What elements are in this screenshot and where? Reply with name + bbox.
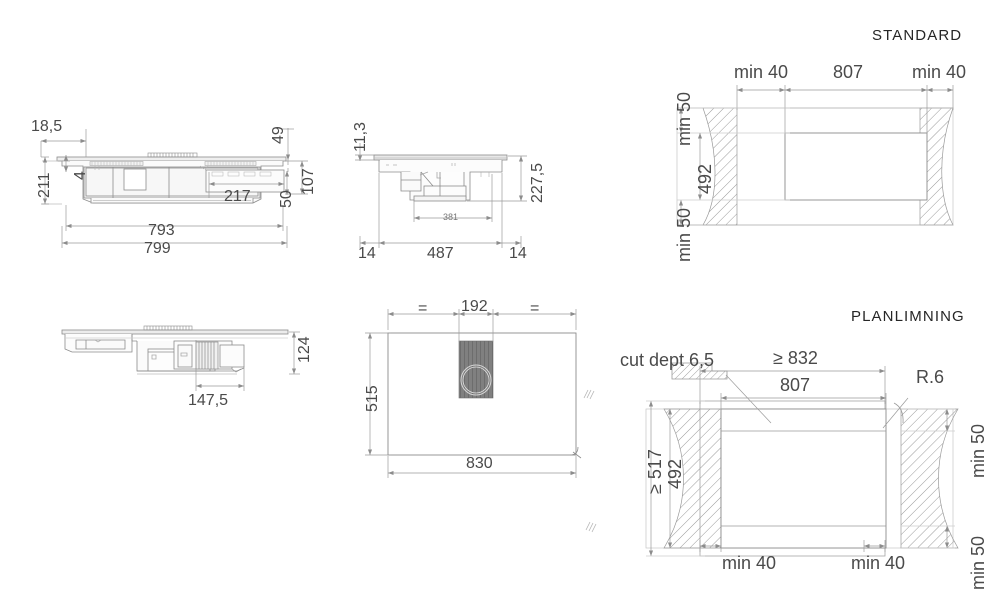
dim-front-total-height: 211 [36, 172, 53, 198]
dim-planlimning-min-bottom-left: min 40 [722, 553, 777, 573]
dim-planlimning-outer-depth: ≥ 517 [645, 449, 665, 494]
dim-plan-fan-width: 192 [461, 298, 488, 315]
dim-side-left-overhang: 14 [358, 245, 376, 262]
plan-view-geometry [387, 332, 597, 533]
dim-planlimning-min-bottom-right: min 50 [968, 535, 988, 590]
dim-standard-min-top: min 50 [674, 91, 694, 146]
dim-side-glass-thickness: 11,3 [352, 122, 369, 152]
dim-front-glass-thickness: 4 [72, 171, 89, 180]
dim-standard-cutout-width: 807 [833, 62, 864, 82]
side-section-geometry [373, 154, 508, 202]
dim-planlimning-min-bottom-center: min 40 [851, 553, 906, 573]
dim-front-right-height: 107 [300, 168, 317, 195]
standard-cutout-geometry [676, 107, 954, 226]
dim-standard-min-right: min 40 [912, 62, 967, 82]
plan-view-dimension-lines [365, 309, 577, 478]
dim-side-total-height: 227,5 [529, 162, 546, 203]
dim-planlimning-radius: R.6 [916, 367, 945, 387]
dim-plan-equal-left: = [418, 300, 428, 317]
standard-dimension-lines [677, 85, 954, 225]
dim-plan-equal-right: = [530, 300, 540, 317]
dim-standard-min-left: min 40 [734, 62, 789, 82]
dim-side-right-overhang: 14 [509, 245, 527, 262]
dim-plan-depth: 515 [364, 385, 381, 412]
dim-plan-width: 830 [466, 455, 493, 472]
dim-planlimning-inner-depth: 492 [665, 458, 685, 489]
dim-standard-cutout-depth: 492 [695, 163, 715, 194]
dim-side-inner-depth: 381 [443, 212, 459, 222]
planlimning-title: PLANLIMNING [851, 308, 965, 325]
dim-side-body-depth: 487 [427, 245, 454, 262]
standard-title: STANDARD [872, 27, 963, 44]
planlimning-dimension-lines [646, 366, 955, 557]
dim-front-box-height: 50 [278, 190, 295, 208]
dim-planlimning-outer-width: ≥ 832 [773, 348, 818, 368]
dim-planlimning-inner-width: 807 [780, 375, 811, 395]
bottom-section-geometry [61, 325, 289, 375]
front-section-dimension-lines [40, 128, 308, 248]
dim-front-offset-left: 18,5 [31, 118, 63, 135]
dim-bottom-fan-offset: 147,5 [188, 392, 229, 409]
dim-front-body-width: 793 [148, 222, 175, 239]
dim-planlimning-cut-depth: cut dept 6,5 [620, 350, 715, 370]
front-section-geometry [42, 152, 287, 205]
side-section-dimension-lines [355, 143, 527, 248]
dim-front-box-width: 217 [224, 188, 251, 205]
dim-front-top-right-offset: 49 [270, 126, 287, 144]
dim-standard-min-bottom: min 50 [674, 207, 694, 262]
bottom-section-dimension-lines [195, 331, 300, 391]
dim-planlimning-min-top-right: min 50 [968, 423, 988, 478]
dim-bottom-height: 124 [296, 336, 313, 363]
dim-front-glass-width: 799 [144, 240, 171, 257]
planlimning-cutout-geometry [645, 362, 959, 557]
